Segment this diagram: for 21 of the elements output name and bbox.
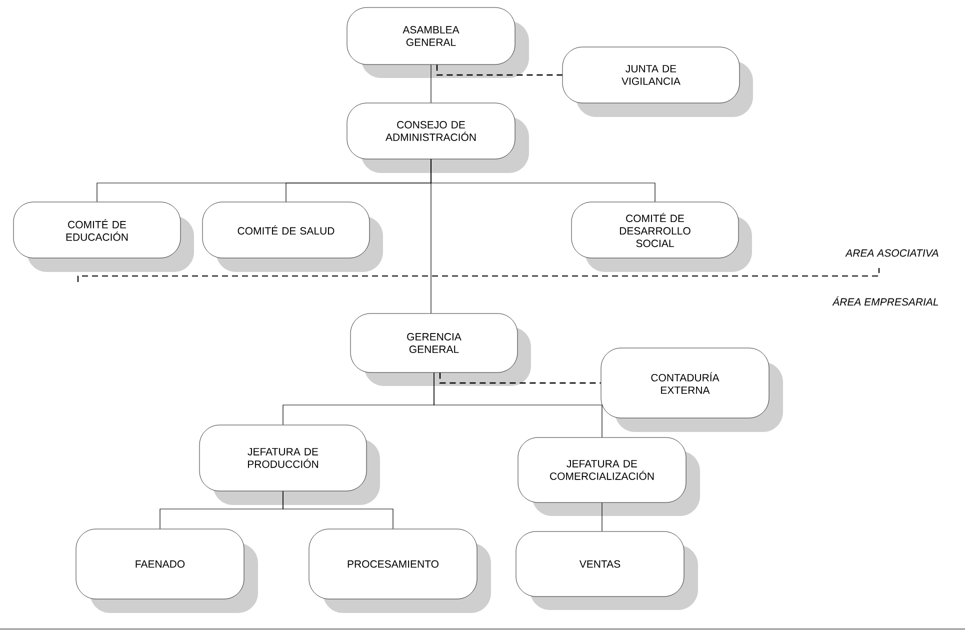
connector-line [436, 64, 562, 76]
org-box: JEFATURA DE PRODUCCIÓN [199, 424, 380, 505]
org-box: CONSEJO DE ADMINISTRACIÓN [346, 102, 529, 173]
area-label: ÁREA EMPRESARIAL [832, 296, 938, 306]
org-box: COMITÉ DE SALUD [202, 202, 383, 272]
connector-line [439, 372, 601, 384]
org-box: GERENCIA GENERAL [350, 313, 531, 386]
connector-line [430, 158, 432, 314]
org-box: ASAMBLEA GENERAL [346, 7, 529, 78]
org-box: JEFATURA DE COMERCIALIZACIÓN [518, 437, 700, 516]
org-box: FAENADO [76, 528, 258, 613]
org-box: COMITÉ DE DESARROLLO SOCIAL [571, 202, 752, 272]
org-box: CONTADURÍA EXTERNA [600, 348, 784, 432]
connector-line [430, 64, 432, 104]
org-box: JUNTA DE VIGILANCIA [562, 46, 753, 117]
org-box: PROCESAMIENTO [308, 528, 491, 613]
org-box: VENTAS [516, 531, 698, 610]
connector-line [282, 490, 394, 530]
connector-line [434, 372, 602, 438]
area-label: AREA ASOCIATIVA [845, 249, 938, 257]
org-box: COMITÉ DE EDUCACIÓN [13, 202, 194, 272]
